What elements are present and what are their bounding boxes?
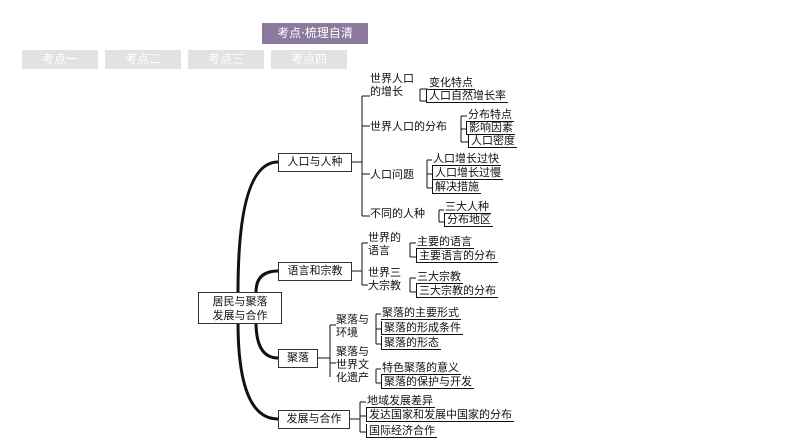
curve-root-to-language bbox=[254, 269, 279, 293]
tab-kaodian-3[interactable]: 考点三 bbox=[188, 50, 264, 69]
item-distribution-regions: 分布地区 bbox=[444, 213, 493, 227]
item-three-races: 三大人种 bbox=[444, 200, 491, 214]
item-growth-too-slow: 人口增长过慢 bbox=[432, 166, 503, 180]
item-language-distribution: 主要语言的分布 bbox=[416, 249, 498, 263]
item-developed-developing-distribution: 发达国家和发展中国家的分布 bbox=[366, 408, 514, 422]
tab-kaodian-1[interactable]: 考点一 bbox=[22, 50, 98, 69]
item-natural-growth-rate: 人口自然增长率 bbox=[426, 89, 508, 103]
item-solutions: 解决措施 bbox=[432, 180, 481, 194]
curve-root-to-development bbox=[236, 321, 279, 421]
header-title: 考点·梳理自清 bbox=[262, 23, 368, 44]
curve-root-to-population bbox=[236, 160, 279, 293]
item-religion-distribution: 三大宗教的分布 bbox=[416, 284, 498, 298]
branch-settlement: 聚落 bbox=[278, 349, 318, 368]
item-influencing-factors: 影响因素 bbox=[466, 121, 515, 135]
sub-settlement-environment: 聚落与 环境 bbox=[336, 313, 369, 339]
item-change-features: 变化特点 bbox=[428, 76, 475, 90]
item-population-density: 人口密度 bbox=[468, 134, 517, 148]
item-settlement-forms: 聚落的主要形式 bbox=[381, 306, 461, 320]
item-main-languages: 主要的语言 bbox=[416, 235, 474, 249]
sub-population-problems: 人口问题 bbox=[370, 168, 414, 181]
item-distribution-features: 分布特点 bbox=[467, 108, 514, 122]
item-special-settlement-significance: 特色聚落的意义 bbox=[381, 361, 461, 375]
item-three-religions: 三大宗教 bbox=[416, 270, 463, 284]
sub-population-distribution: 世界人口的分布 bbox=[370, 120, 447, 133]
item-international-cooperation: 国际经济合作 bbox=[366, 424, 437, 438]
item-formation-conditions: 聚落的形成条件 bbox=[381, 321, 463, 335]
sub-cultural-heritage: 聚落与 世界文 化遗产 bbox=[336, 345, 369, 384]
branch-development: 发展与合作 bbox=[278, 410, 350, 429]
branch-population: 人口与人种 bbox=[278, 153, 352, 172]
sub-population-growth: 世界人口 的增长 bbox=[370, 72, 414, 98]
item-growth-too-fast: 人口增长过快 bbox=[432, 152, 501, 166]
sub-three-religions: 世界三 大宗教 bbox=[368, 266, 401, 292]
root-node: 居民与聚落 发展与合作 bbox=[198, 292, 282, 324]
tab-kaodian-4[interactable]: 考点四 bbox=[271, 50, 347, 69]
curve-root-to-settlement bbox=[254, 321, 279, 360]
item-protection-development: 聚落的保护与开发 bbox=[381, 375, 474, 389]
branch-language-religion: 语言和宗教 bbox=[278, 262, 352, 281]
item-regional-differences: 地域发展差异 bbox=[366, 394, 435, 408]
sub-human-races: 不同的人种 bbox=[370, 207, 425, 220]
sub-world-languages: 世界的 语言 bbox=[368, 231, 401, 257]
item-settlement-morphology: 聚落的形态 bbox=[381, 336, 441, 350]
tab-kaodian-2[interactable]: 考点二 bbox=[105, 50, 181, 69]
